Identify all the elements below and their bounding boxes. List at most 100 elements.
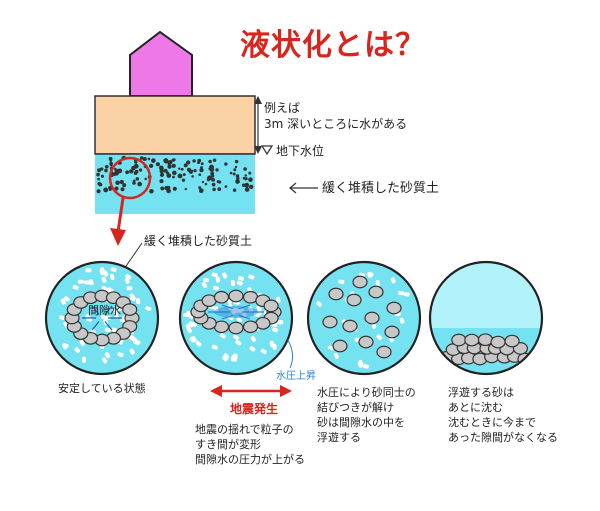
pore-flake xyxy=(237,276,245,281)
sand-grain xyxy=(228,321,244,335)
sand-grain-dot xyxy=(198,173,202,177)
pore-flake xyxy=(195,341,202,347)
sand-grain-dot xyxy=(224,162,228,166)
sand-grain-dot xyxy=(171,163,176,168)
sand-grain-dot xyxy=(200,162,204,166)
sand-grain xyxy=(263,299,279,313)
pore-flake xyxy=(248,306,254,313)
sand-grain-dot xyxy=(201,180,205,184)
pore-flake xyxy=(214,306,219,313)
sand-grain-dot xyxy=(119,179,124,185)
sand-grain-dot xyxy=(96,172,100,177)
sand-grain xyxy=(332,339,348,353)
sand-grain-dot xyxy=(132,181,136,185)
pore-flake xyxy=(188,321,194,328)
pore-flake xyxy=(189,336,196,343)
pore-flake xyxy=(256,305,262,312)
sand-grain-dot xyxy=(159,168,165,174)
pore-flake xyxy=(276,296,281,303)
pore-flake xyxy=(202,277,209,283)
stage-3-circle xyxy=(306,260,422,376)
sand-grain-dot xyxy=(96,189,101,194)
sand-grain-dot xyxy=(224,185,228,189)
sand-grain-dot xyxy=(197,161,201,165)
pore-flake xyxy=(124,277,130,284)
sand-grain-dot xyxy=(244,174,248,177)
stage-3-caption: 水圧により砂同士の 結びつきが解け 砂は間隙水の中を 浮遊する xyxy=(317,386,416,444)
sand-layer-label: 緩く堆積した砂質土 xyxy=(322,181,440,196)
water-level-label: 地下水位 xyxy=(276,144,325,158)
stage-1-circle xyxy=(44,260,160,376)
sand-grain-dot xyxy=(171,158,175,162)
pore-flake xyxy=(111,327,118,333)
sand-grain-dot xyxy=(109,163,113,167)
pore-flake xyxy=(233,334,239,341)
pore-flake xyxy=(85,268,92,273)
sand-grain xyxy=(504,334,520,348)
pore-flake xyxy=(136,298,141,305)
sand-grain xyxy=(322,315,338,329)
sand-grain-dot xyxy=(249,179,252,182)
sand-grain xyxy=(477,333,494,347)
sand-grain-dot xyxy=(244,187,250,192)
pore-flake xyxy=(271,327,279,333)
pore-flake xyxy=(104,327,111,333)
pore-pressure-arrow xyxy=(221,304,234,310)
sand-grain-dot xyxy=(186,160,191,165)
pore-flake xyxy=(103,270,109,277)
sand-grain-dot xyxy=(103,187,109,193)
sand-grain-dot xyxy=(248,171,252,175)
sand-grain xyxy=(242,320,259,334)
sand-grain-dot xyxy=(167,161,172,166)
pore-flake xyxy=(367,272,374,277)
sand-grain-dot xyxy=(242,176,246,180)
pore-flake xyxy=(233,353,238,360)
pore-pressure-arrow xyxy=(238,314,251,320)
pore-flake xyxy=(223,353,230,360)
pore-flake xyxy=(362,364,370,369)
pore-flake xyxy=(260,348,267,355)
sand-grain-dot xyxy=(172,171,177,175)
pore-flake xyxy=(126,286,133,291)
pore-pressure-arrow xyxy=(104,321,113,331)
pore-flake xyxy=(316,301,322,307)
pore-pressure-arrow xyxy=(238,304,251,310)
pore-flake xyxy=(133,340,140,346)
sand-grain-dot xyxy=(100,174,105,178)
sand-grain-dot xyxy=(134,160,138,164)
earthquake-label: 地震発生 xyxy=(230,402,279,416)
pore-flake xyxy=(145,306,152,312)
sand-grain-dot xyxy=(114,167,117,171)
sand-grain-dot xyxy=(131,166,135,170)
stage-circle-outline xyxy=(178,260,294,376)
pore-flake xyxy=(399,317,405,324)
depth-example-label: 例えば 3m 深いところに水がある xyxy=(264,101,408,132)
sand-grain xyxy=(490,335,506,349)
stage-2-circle xyxy=(178,260,294,376)
sand-grain xyxy=(384,325,400,339)
pore-flake xyxy=(357,361,363,368)
sand-grain-dot xyxy=(178,167,181,170)
sand-grain xyxy=(368,285,384,299)
pore-flake xyxy=(201,282,208,289)
pore-flake xyxy=(376,334,383,341)
sand-grain-dot xyxy=(155,162,160,167)
pore-flake xyxy=(110,267,117,272)
sand-grain-dot xyxy=(167,186,171,189)
pore-flake xyxy=(403,292,410,297)
pore-flake xyxy=(183,313,190,318)
sand-grain xyxy=(386,301,402,315)
sand-grain-dot xyxy=(133,163,139,169)
pore-flake xyxy=(211,344,218,350)
sand-grain-dot xyxy=(104,164,109,169)
pressure-leader xyxy=(287,339,294,369)
sand-grain-dot xyxy=(193,169,197,173)
sand-grain-dot xyxy=(166,173,172,178)
sand-grain-dot xyxy=(207,175,212,181)
pore-flake xyxy=(222,272,228,279)
sand-grain-dot xyxy=(125,170,130,175)
sand-grain-dot xyxy=(232,172,236,176)
pore-flake xyxy=(222,355,228,362)
sand-grain-dot xyxy=(198,186,202,190)
